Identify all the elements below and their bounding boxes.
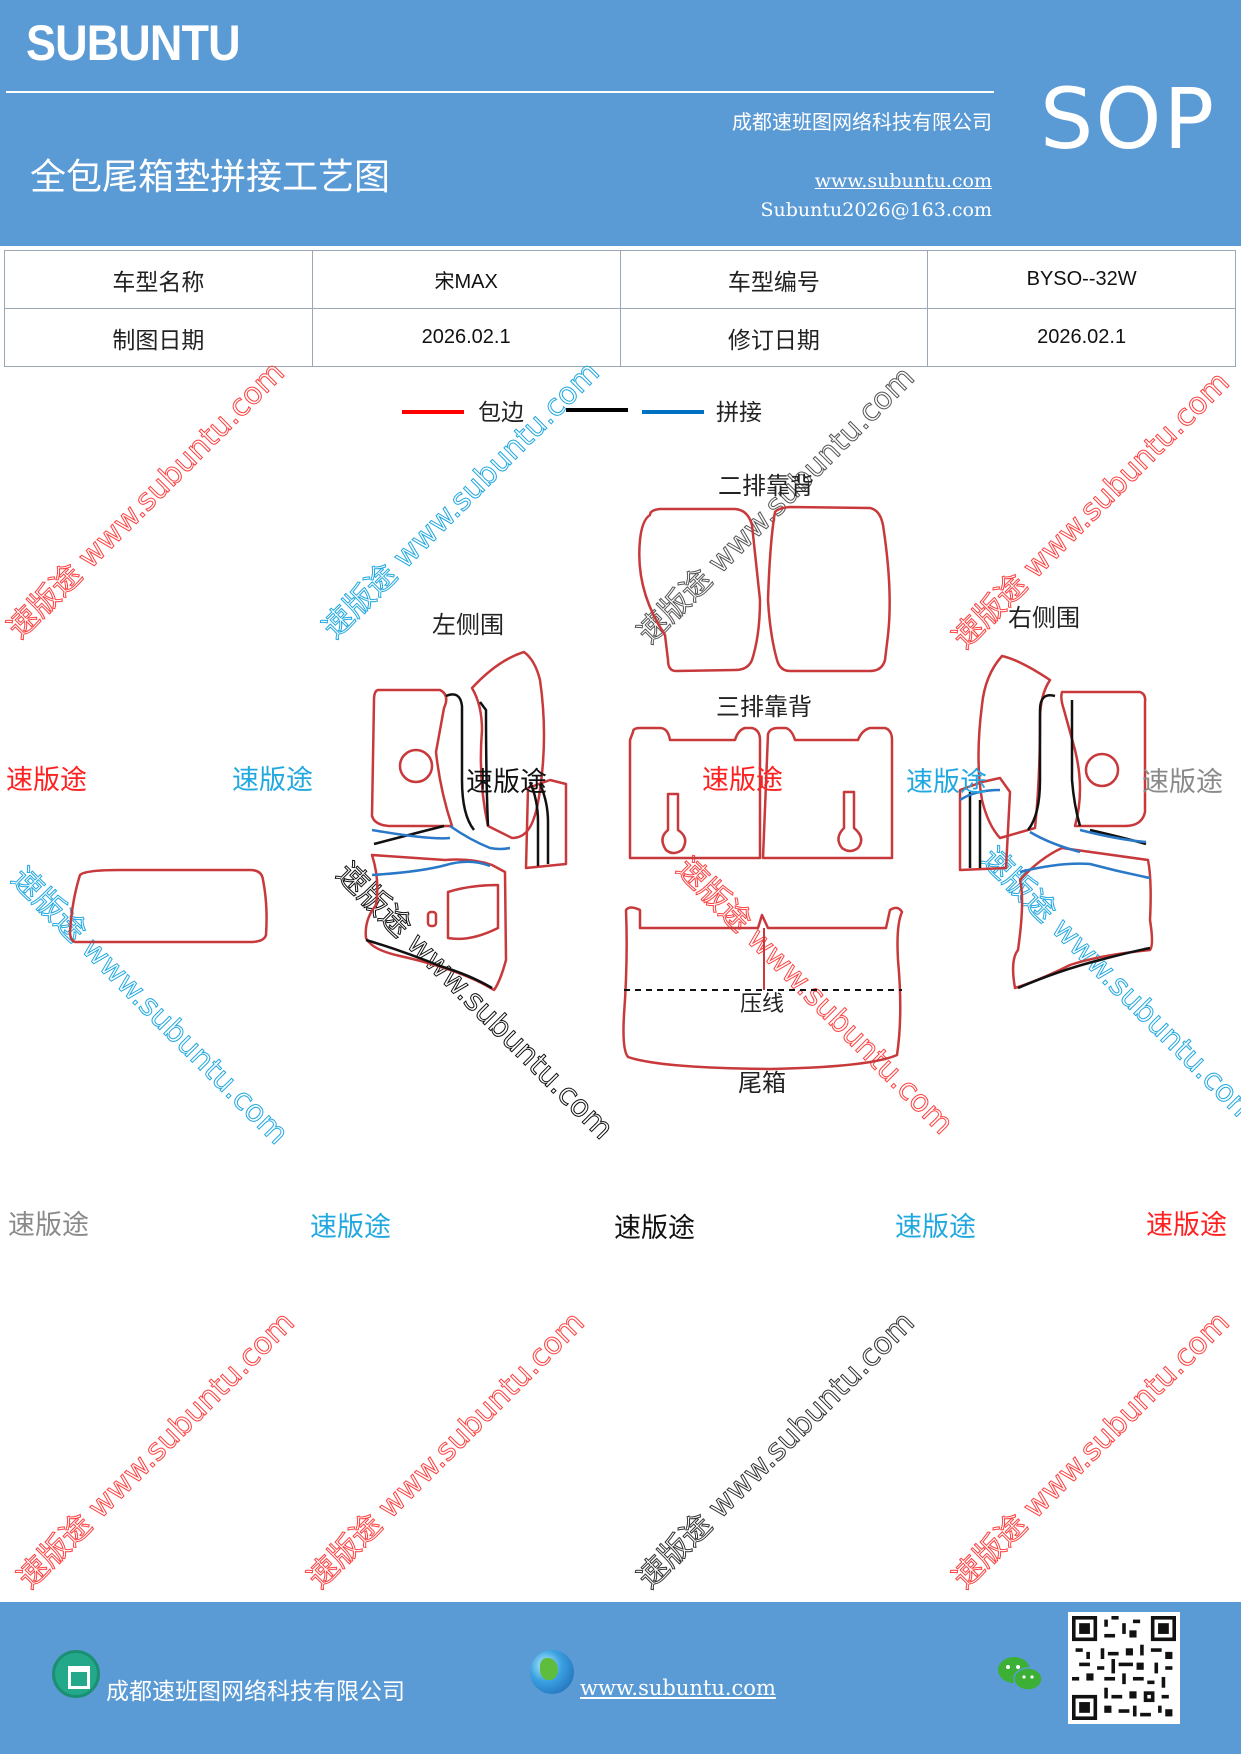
right-side-seam-d <box>959 788 1001 802</box>
left-side-inner-black-c <box>373 824 445 846</box>
sop-badge: SOP <box>1040 70 1217 168</box>
value-draw-date: 2026.02.1 <box>311 308 621 367</box>
legend: 包边 拼接 <box>402 400 762 426</box>
watermark-text: 速版途 <box>1142 767 1223 798</box>
trunk-mat <box>622 906 904 1071</box>
left-side-seam-a <box>371 828 451 840</box>
watermark-text: 速版途 <box>906 767 987 798</box>
watermark-text: 速版途 <box>614 1213 695 1244</box>
label-model-name: 车型名称 <box>4 250 313 309</box>
second-row-back-right-panel <box>766 505 891 673</box>
watermark-diagonal: 速版途 www.subuntu.com <box>946 1305 1237 1596</box>
right-side-inner-black-b <box>1070 700 1082 827</box>
label-right-side: 右侧围 <box>1008 604 1080 632</box>
company-name: 成都速班图网络科技有限公司 <box>732 110 992 134</box>
left-side-inner-black-f <box>528 781 540 866</box>
right-side-inner-black-a <box>1026 694 1056 831</box>
left-side-panel-a <box>370 688 454 828</box>
header-banner: SUBUNTU 成都速班图网络科技有限公司 全包尾箱垫拼接工艺图 www.sub… <box>0 0 1241 246</box>
watermark-text: 速版途 <box>232 765 313 796</box>
legend-label-seam: 拼接 <box>716 400 762 426</box>
vehicle-info-table: 车型名称 宋MAX 车型编号 BYSO--32W 制图日期 2026.02.1 … <box>4 250 1236 367</box>
legend-label-edge: 包边 <box>478 400 524 426</box>
wechat-icon[interactable] <box>996 1654 1044 1694</box>
left-side-seam-b <box>449 824 511 851</box>
watermark-text: 速版途 <box>466 767 547 798</box>
watermark-text: 速版途 <box>1146 1210 1227 1241</box>
watermark-text: 速版途 <box>310 1212 391 1243</box>
right-side-strip <box>958 776 1012 872</box>
value-revise-date: 2026.02.1 <box>927 308 1236 367</box>
third-row-back-left-slot <box>661 792 687 855</box>
label-revise-date: 修订日期 <box>619 308 929 367</box>
globe-icon <box>530 1650 574 1694</box>
page-title: 全包尾箱垫拼接工艺图 <box>30 157 391 198</box>
right-side-panel-a <box>1060 690 1147 828</box>
company-home-icon <box>52 1650 100 1698</box>
footer-banner: 成都速班图网络科技有限公司 www.subuntu.com <box>0 1602 1241 1754</box>
value-model-code: BYSO--32W <box>927 250 1236 309</box>
header-divider <box>6 91 994 93</box>
third-row-back-left-panel <box>628 726 762 860</box>
brand-logo: SUBUNTU <box>26 15 241 71</box>
left-side-inner-black-b <box>479 701 490 827</box>
footer-website-link[interactable]: www.subuntu.com <box>580 1676 776 1700</box>
label-draw-date: 制图日期 <box>4 308 313 367</box>
watermark-diagonal: 速版途 www.subuntu.com <box>631 1305 922 1596</box>
label-crease: 压线 <box>740 992 784 1017</box>
left-side-lower-inner <box>446 883 500 941</box>
left-side-strip <box>524 778 568 870</box>
third-row-back-right-slot <box>837 790 863 853</box>
right-side-hole <box>1084 752 1120 788</box>
right-side-seam-b <box>1079 828 1147 844</box>
right-side-inner-black-c <box>1089 828 1147 846</box>
table-row: 制图日期 2026.02.1 修订日期 2026.02.1 <box>4 308 1236 367</box>
right-side-seam-c <box>1019 862 1151 880</box>
email-address: Subuntu2026@163.com <box>760 199 992 221</box>
watermark-diagonal: 速版途 www.subuntu.com <box>301 1305 592 1596</box>
left-side-inner-black-d <box>365 938 493 990</box>
left-side-small-piece <box>68 868 268 944</box>
left-side-lower-slot <box>426 910 438 928</box>
value-model-name: 宋MAX <box>311 250 621 309</box>
watermark-text: 速版途 <box>895 1212 976 1243</box>
qr-code[interactable] <box>1068 1612 1180 1724</box>
label-trunk: 尾箱 <box>738 1069 786 1097</box>
left-side-hole <box>398 748 434 784</box>
cutting-diagram: 包边 拼接 二排靠背 左侧围 右侧围 三排靠背 压线 尾箱 <box>68 400 1154 1097</box>
watermark-diagonal: 速版途 www.subuntu.com <box>11 1305 302 1596</box>
table-row: 车型名称 宋MAX 车型编号 BYSO--32W <box>4 250 1236 309</box>
footer-company-name: 成都速班图网络科技有限公司 <box>106 1679 405 1705</box>
watermark-text: 速版途 <box>8 1210 89 1241</box>
label-second-row-back: 二排靠背 <box>718 472 814 500</box>
left-side-lower-panel <box>364 853 508 992</box>
right-side-inner-black-d <box>1017 946 1151 990</box>
left-side-inner-black-a <box>445 693 476 831</box>
right-side-seam-a <box>1029 830 1081 854</box>
left-side-seam-c <box>371 860 491 877</box>
watermark-text: 速版途 <box>6 765 87 796</box>
left-side-inner-black-e <box>538 783 550 864</box>
website-link[interactable]: www.subuntu.com <box>814 170 992 192</box>
left-side-panel-b <box>470 650 546 840</box>
second-row-back-left-panel <box>638 507 762 673</box>
third-row-back-right-panel <box>761 726 894 860</box>
label-third-row-back: 三排靠背 <box>716 693 812 721</box>
label-left-side: 左侧围 <box>432 611 504 639</box>
watermark-text: 速版途 <box>702 765 783 796</box>
label-model-code: 车型编号 <box>619 250 929 309</box>
